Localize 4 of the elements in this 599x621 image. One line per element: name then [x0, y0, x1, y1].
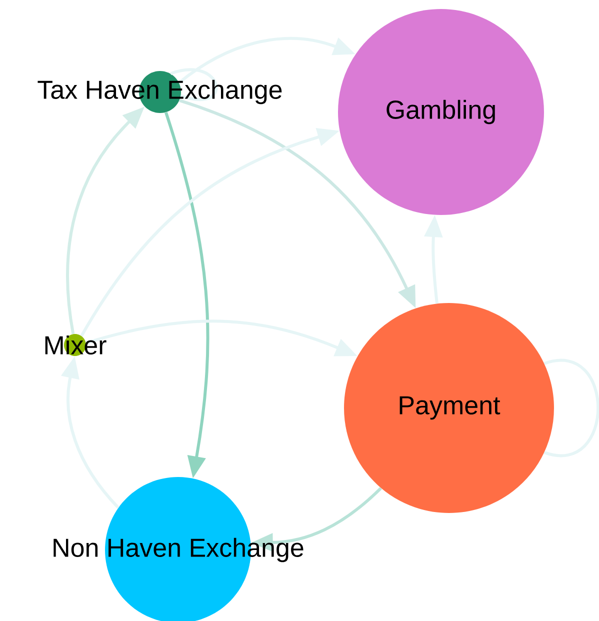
- node-circle: [338, 9, 544, 215]
- node-circle: [344, 303, 554, 513]
- node-label: Gambling: [386, 100, 495, 124]
- node-label: Payment: [400, 396, 500, 420]
